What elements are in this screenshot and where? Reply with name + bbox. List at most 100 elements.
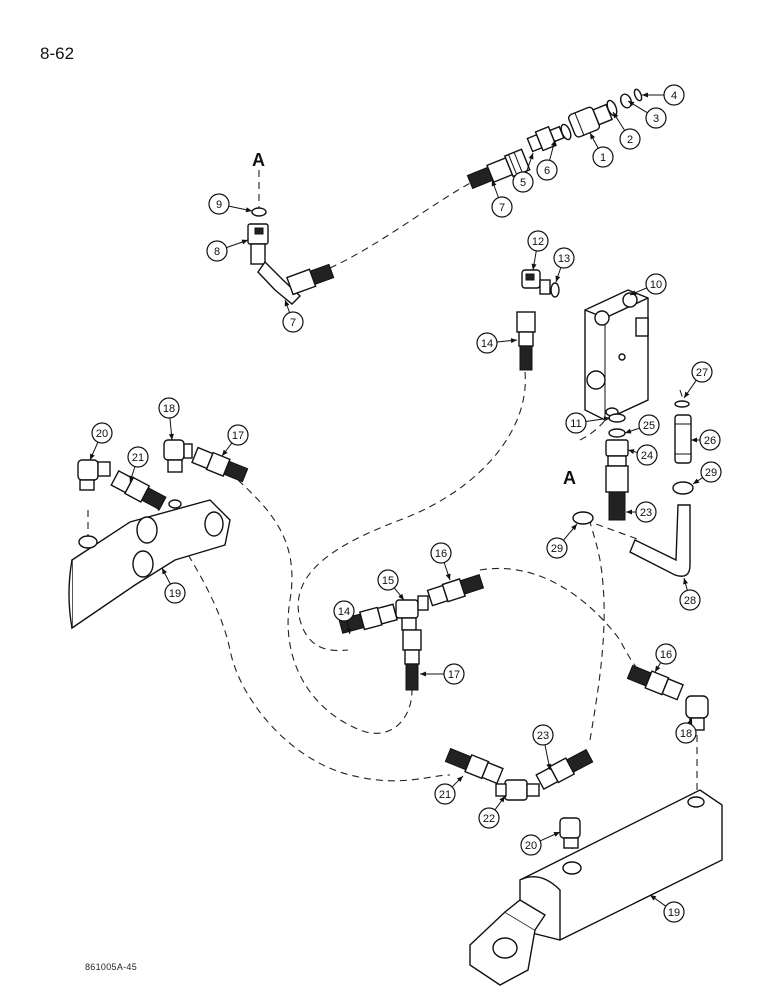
callout-bubble [638,414,660,436]
callout-11: 11 [565,412,611,434]
callout-bubble [91,422,113,444]
callout-28: 28 [679,577,701,611]
callout-20: 20 [89,422,113,461]
callout-17: 17 [221,424,249,457]
callout-bubble [434,783,456,805]
elbow-fitting-12 [521,269,560,298]
callout-number: 29 [705,467,717,479]
callout-number: 18 [680,728,692,740]
callout-bubble [377,569,399,591]
callout-layer: 1234567789101112131414151616171718181919… [89,84,722,923]
callout-number: 3 [653,113,659,125]
callout-number: 20 [525,840,537,852]
callout-number: 11 [570,418,581,430]
return-fitting-assembly [466,88,643,190]
callout-arrowhead [684,391,690,398]
callout-bubble [491,196,513,218]
callout-18: 18 [158,397,180,441]
callout-bubble [655,643,677,665]
callout-arrowhead [499,796,505,803]
figure-code: 861005A-45 [85,962,138,972]
callout-4: 4 [642,84,685,106]
callout-5: 5 [512,152,534,193]
callout-number: 21 [132,452,144,464]
callout-arrowhead [625,428,632,434]
callout-number: 23 [537,730,549,742]
callout-arrowhead [90,453,95,460]
callout-arrowhead [456,776,463,783]
callout-arrowhead [626,509,632,515]
valve-block-10 [584,289,649,421]
callout-bubble [553,247,575,269]
marker-a-top-label: A [252,150,265,170]
callout-arrowhead [693,478,700,484]
callout-number: 28 [684,595,696,607]
callout-number: 17 [448,669,460,681]
hose-line-marker-a-right [579,404,616,441]
hose-line-21-left [154,504,451,782]
callout-number: 10 [650,279,662,291]
callout-arrowhead [630,290,637,295]
callout-arrowhead [531,263,537,270]
hose-line-14-down [297,371,526,652]
callout-arrowhead [162,568,167,575]
callout-arrowhead [129,475,135,482]
callout-number: 16 [435,548,447,560]
callout-number: 22 [483,813,495,825]
callout-arrowhead [510,338,517,344]
callout-arrowhead [655,665,661,672]
callout-19: 19 [161,567,186,604]
callout-bubble [527,230,549,252]
callout-6: 6 [536,139,558,181]
callout-bubble [443,663,465,685]
hose-line-16-right [479,568,651,681]
left-cylinder-19 [68,499,231,630]
callout-arrowhead [222,449,228,456]
callout-arrowhead [398,593,404,600]
callout-number: 25 [643,420,655,432]
callout-29: 29 [546,523,578,559]
callout-number: 20 [96,428,108,440]
callout-number: 2 [627,134,633,146]
callout-bubble [127,446,149,468]
callout-number: 6 [544,165,550,177]
callout-7: 7 [491,179,513,218]
callout-bubble [158,397,180,419]
valve-lower-fittings [605,413,629,521]
hose-end-14-upper [516,311,536,371]
callout-23: 23 [532,724,554,771]
callout-20: 20 [520,831,561,856]
callout-16: 16 [430,542,452,581]
callout-number: 9 [216,199,222,211]
callout-9: 9 [208,193,253,215]
callout-arrowhead [683,578,688,585]
callout-arrowhead [241,239,248,245]
callout-number: 5 [520,177,526,189]
callout-bubble [546,537,568,559]
tube-assembly-26-28 [572,400,694,577]
callout-27: 27 [683,361,713,399]
callout-number: 4 [671,90,677,102]
callout-bubble [512,171,534,193]
callout-arrowhead [691,437,697,443]
callout-arrowhead [284,300,290,307]
callout-bubble [430,542,452,564]
callout-21: 21 [434,775,464,805]
callout-bubble [636,444,658,466]
callout-number: 15 [382,575,394,587]
callout-7: 7 [282,299,304,333]
callout-bubble [532,724,554,746]
callout-bubble [282,311,304,333]
hose-line-23-up [589,521,605,741]
callout-bubble [536,159,558,181]
connection-marker-a-right: A [563,468,576,488]
right-cylinder-19 [469,789,723,986]
callout-bubble [227,424,249,446]
hose-line-17-down [237,479,413,734]
callout-12: 12 [527,230,549,271]
callout-bubble [663,901,685,923]
callout-arrowhead [168,433,174,440]
callout-10: 10 [629,273,667,296]
